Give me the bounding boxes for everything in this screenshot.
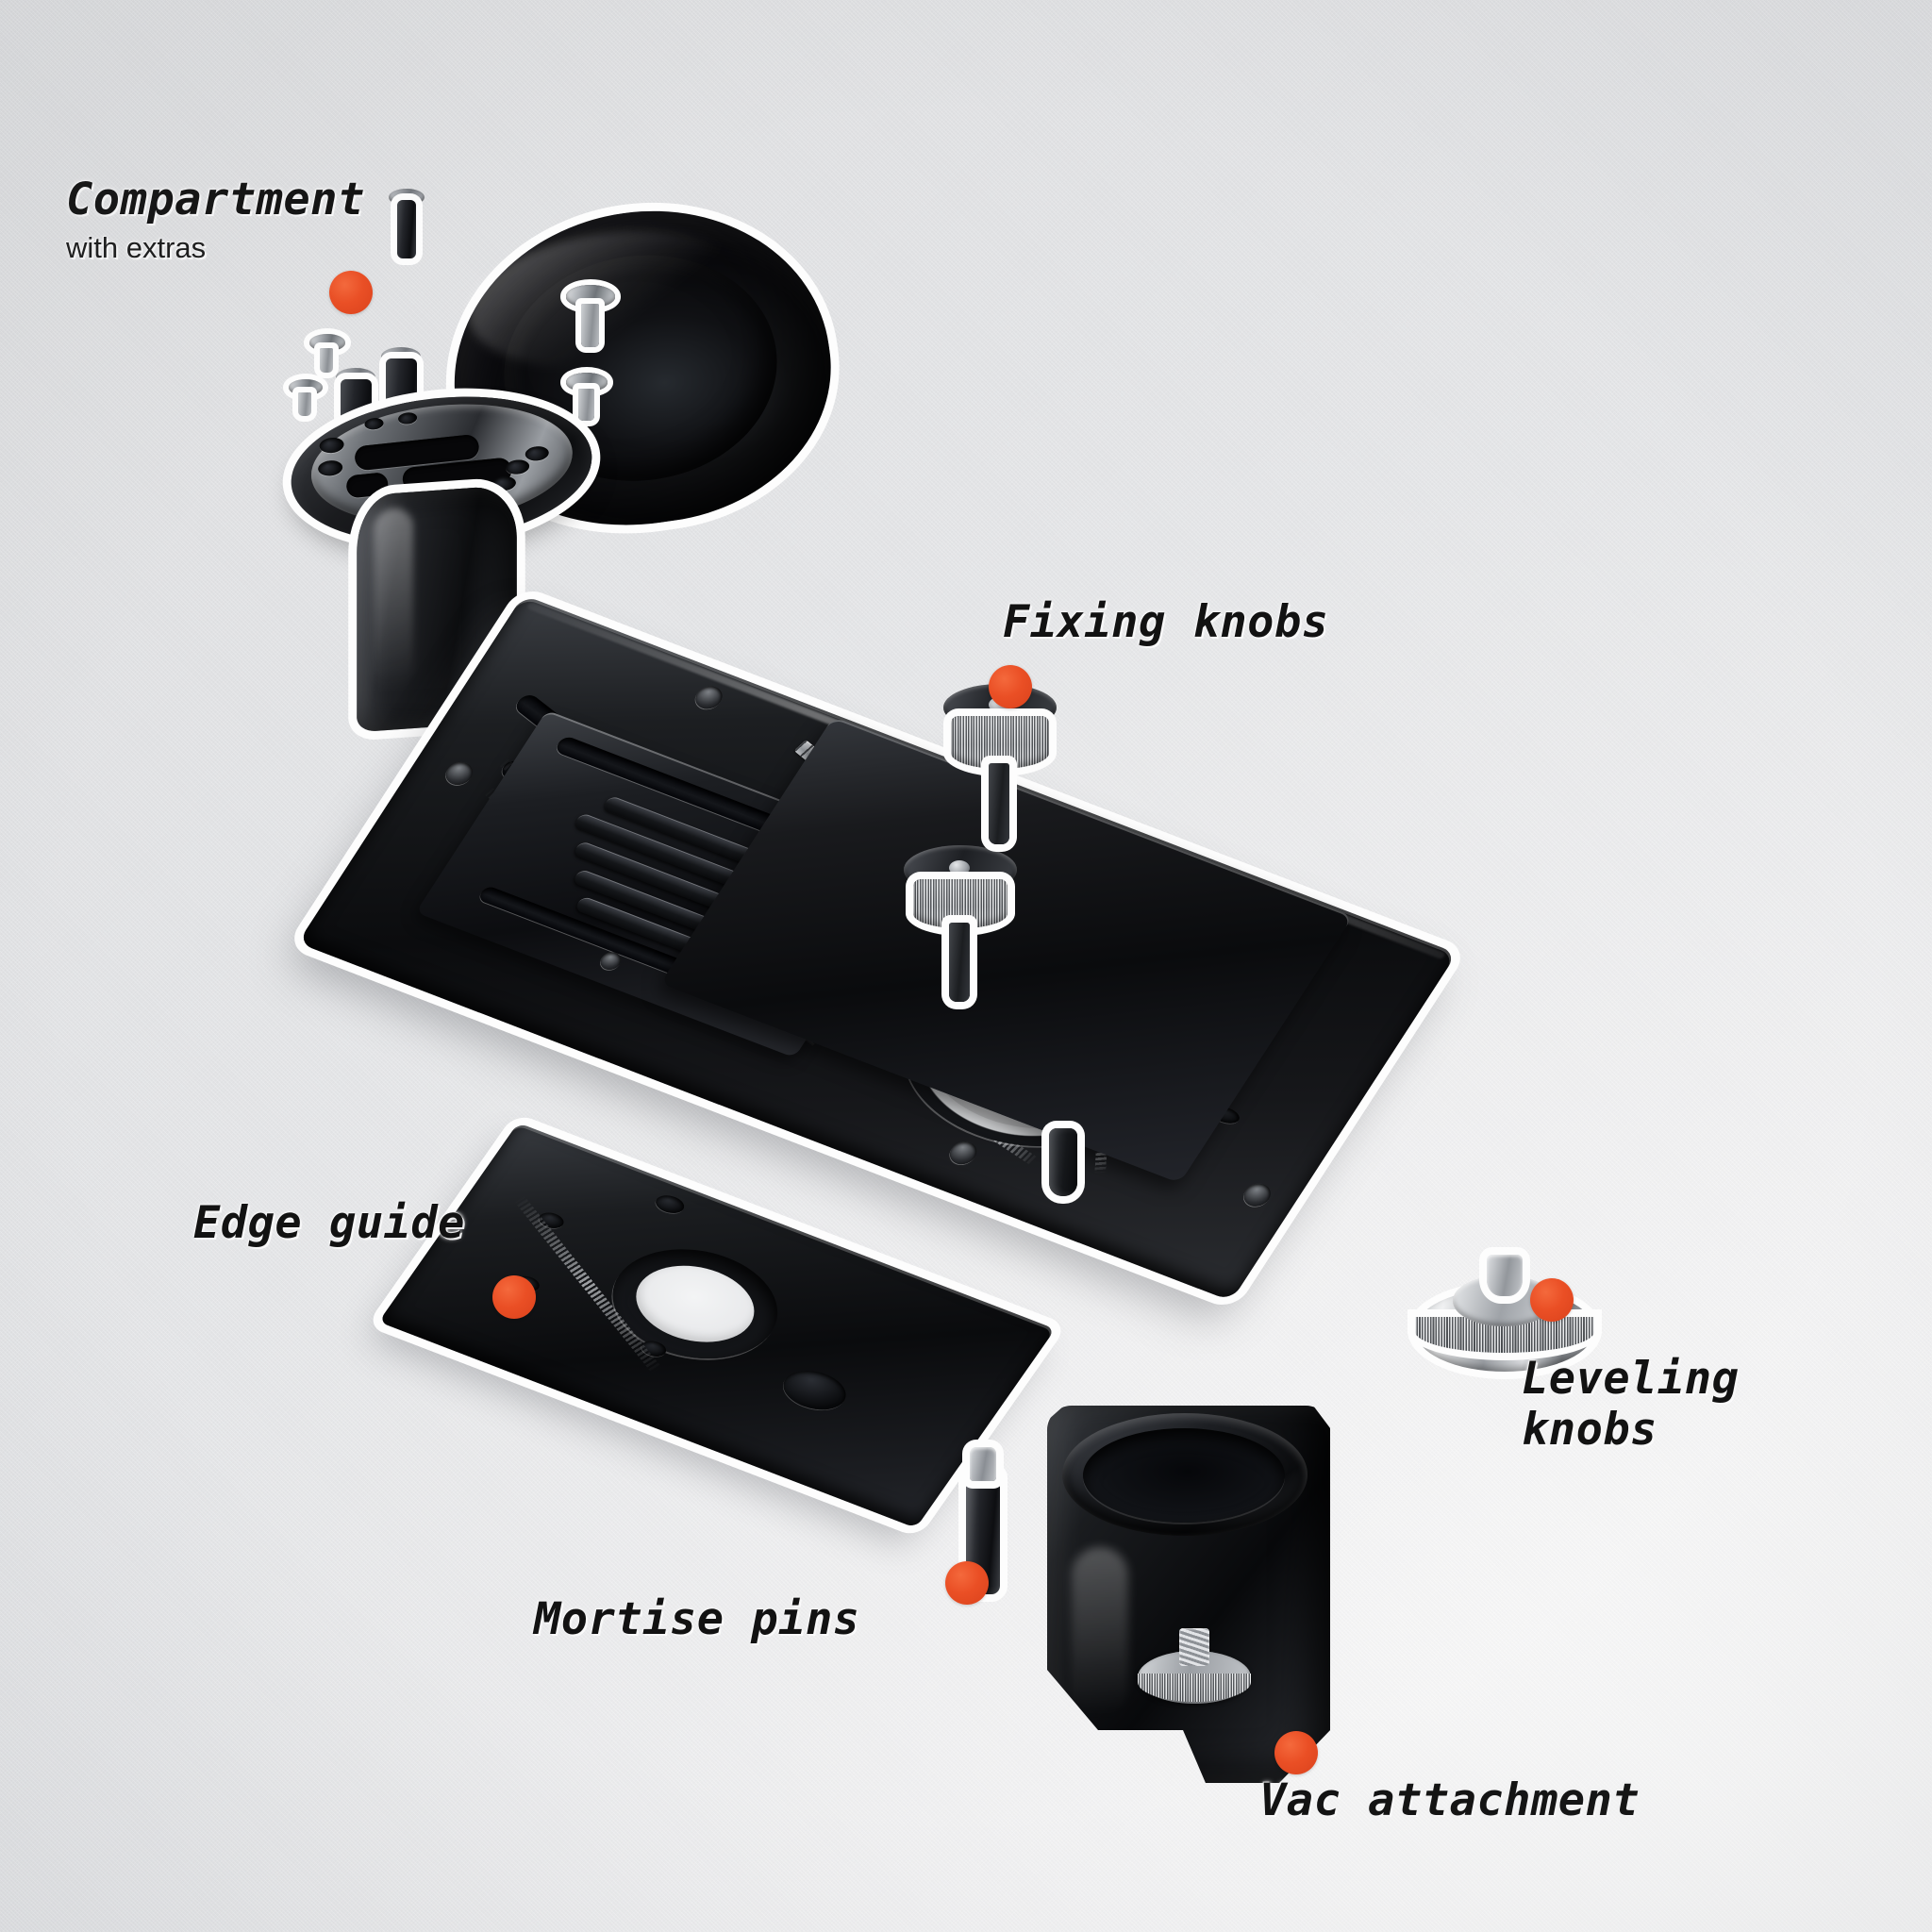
callout-sublabel: with extras bbox=[66, 230, 207, 264]
callout-label-mortise-pins: Mortise pins bbox=[534, 1594, 860, 1645]
callout-label-fixing-knobs: Fixing knobs bbox=[1003, 597, 1329, 648]
callout-label-compartment: Compartment with extras bbox=[66, 175, 365, 264]
callout-title: Edge guide bbox=[193, 1197, 465, 1249]
callout-title: Leveling knobs bbox=[1522, 1353, 1740, 1456]
callout-title: Vac attachment bbox=[1259, 1774, 1641, 1826]
column-gloss-highlight bbox=[374, 507, 414, 690]
plate-screw-r bbox=[1239, 1179, 1276, 1210]
vac-bore bbox=[1083, 1428, 1285, 1523]
vac-gloss-highlight bbox=[1072, 1547, 1128, 1717]
callout-dot-mortise-pins bbox=[945, 1561, 989, 1605]
callout-title: Compartment bbox=[66, 174, 365, 225]
callout-label-edge-guide: Edge guide bbox=[193, 1198, 465, 1249]
callout-dot-edge-guide bbox=[492, 1275, 536, 1319]
plate-screw-br bbox=[944, 1138, 982, 1168]
vac-mount-screw bbox=[1138, 1628, 1251, 1711]
callout-dot-compartment bbox=[329, 271, 373, 314]
callout-label-vac-attachment: Vac attachment bbox=[1259, 1775, 1640, 1826]
vac-attachment bbox=[1047, 1406, 1349, 1792]
callout-title: Mortise pins bbox=[534, 1593, 860, 1645]
plate-screw-tl bbox=[691, 682, 727, 713]
plate-leg-1 bbox=[1049, 1128, 1077, 1196]
callout-label-leveling-knobs: Leveling knobs bbox=[1522, 1354, 1739, 1455]
callout-dot-fixing-knobs bbox=[989, 665, 1032, 708]
plate-screw-l bbox=[441, 758, 478, 789]
callout-title: Fixing knobs bbox=[1003, 596, 1329, 648]
callout-dot-vac-attachment bbox=[1274, 1731, 1318, 1774]
callout-dot-leveling-knobs bbox=[1530, 1278, 1574, 1322]
main-base-plate bbox=[297, 594, 1457, 1302]
router-compartment-assembly bbox=[283, 179, 943, 821]
edge-guide-bore bbox=[587, 1228, 804, 1379]
